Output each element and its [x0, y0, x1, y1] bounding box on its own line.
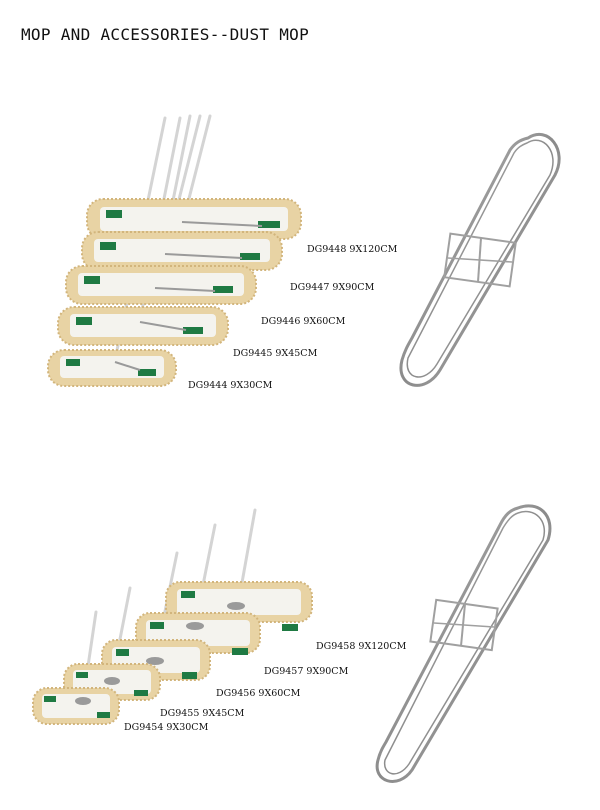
mop-head-dg9446 [65, 265, 257, 305]
mop-stack-2 [32, 508, 313, 725]
product-label-dg9445: DG9445 9X45CM [233, 348, 318, 359]
mop-frame-2 [375, 504, 552, 783]
product-label-dg9446: DG9446 9X60CM [261, 316, 346, 327]
product-label-dg9455: DG9455 9X45CM [160, 708, 245, 719]
product-label-dg9444: DG9444 9X30CM [188, 380, 273, 391]
product-label-dg9456: DG9456 9X60CM [216, 688, 301, 699]
product-label-dg9454: DG9454 9X30CM [124, 722, 209, 733]
mop-stack-1 [47, 114, 302, 387]
product-label-dg9447: DG9447 9X90CM [290, 282, 375, 293]
mop-head-dg9444 [47, 349, 177, 387]
mop-head-dg9448 [86, 198, 302, 240]
product-label-dg9448: DG9448 9X120CM [307, 244, 398, 255]
mop-head-dg9454 [32, 687, 120, 725]
mop-head-dg9445 [57, 306, 229, 346]
page-title: MOP AND ACCESSORIES--DUST MOP [21, 25, 310, 44]
product-label-dg9457: DG9457 9X90CM [264, 666, 349, 677]
product-label-dg9458: DG9458 9X120CM [316, 641, 407, 652]
mop-head-dg9447 [81, 231, 283, 271]
mop-frame-1 [399, 132, 561, 387]
